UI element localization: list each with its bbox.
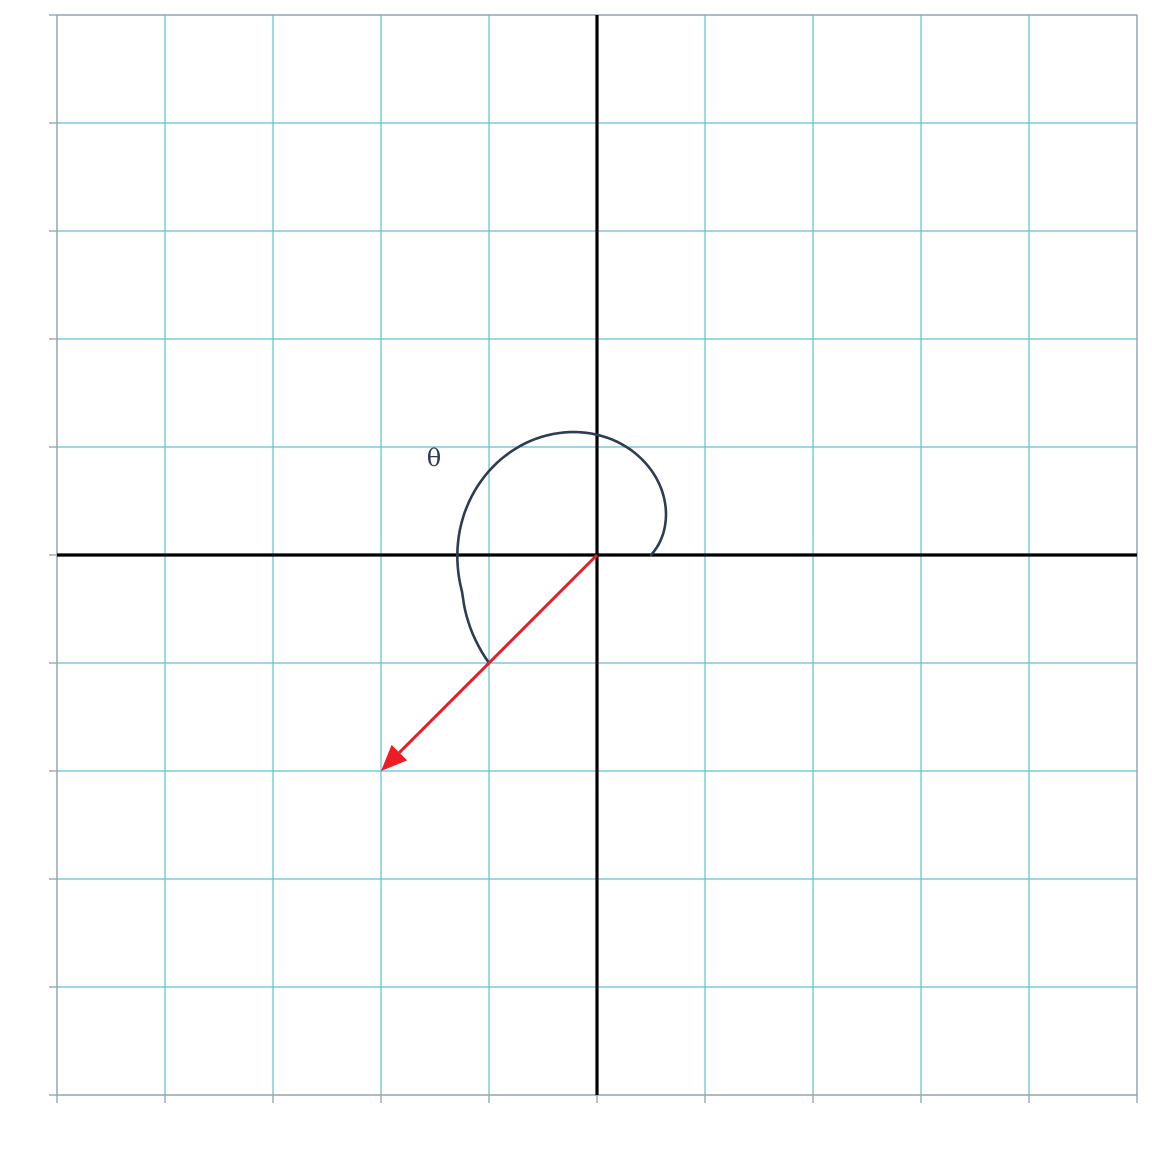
arrowhead-icon: [381, 744, 408, 771]
vector-line: [398, 553, 599, 754]
axis-ticks: [49, 14, 1138, 1103]
angle-label: θ: [427, 444, 441, 472]
angle-arc: [455, 430, 668, 665]
terminal-side-vector: [381, 553, 599, 771]
